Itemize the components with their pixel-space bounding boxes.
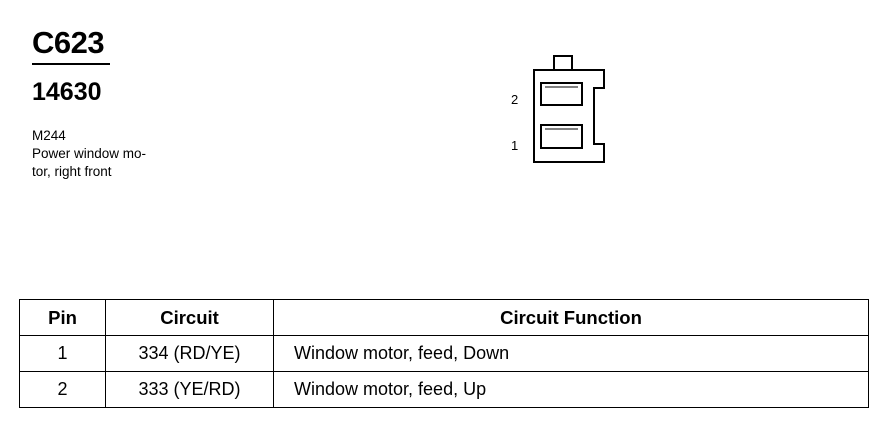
pin-label-2: 2 xyxy=(511,92,519,107)
cell-function: Window motor, feed, Up xyxy=(273,371,869,408)
cell-circuit: 333 (YE/RD) xyxy=(105,371,274,408)
pin-label-1: 1 xyxy=(511,138,519,153)
pin-table: Pin Circuit Circuit Function 1 334 (RD/Y… xyxy=(19,299,869,408)
cell-function: Window motor, feed, Down xyxy=(273,335,869,372)
table-row: 2 333 (YE/RD) Window motor, feed, Up xyxy=(19,371,869,408)
cell-circuit: 334 (RD/YE) xyxy=(105,335,274,372)
connector-housing xyxy=(533,69,605,163)
connector-id: C623 xyxy=(32,25,105,60)
pin-cavity-1 xyxy=(540,124,583,149)
header-pin: Pin xyxy=(19,299,106,336)
connector-face-icon xyxy=(533,55,605,163)
table-row: 1 334 (RD/YE) Window motor, feed, Down xyxy=(19,335,869,372)
component-code: M244 xyxy=(32,128,66,143)
cell-pin: 2 xyxy=(19,371,106,408)
header-circuit: Circuit xyxy=(105,299,274,336)
pin-cavity-2 xyxy=(540,82,583,106)
title-underline xyxy=(32,63,110,65)
table-header-row: Pin Circuit Circuit Function xyxy=(19,299,869,336)
description-line-2: tor, right front xyxy=(32,164,112,179)
part-number: 14630 xyxy=(32,78,102,106)
connector-lock-tab xyxy=(553,55,573,70)
cell-pin: 1 xyxy=(19,335,106,372)
header-circuit-function: Circuit Function xyxy=(273,299,869,336)
connector-description: M244 Power window mo- tor, right front xyxy=(32,127,146,181)
description-line-1: Power window mo- xyxy=(32,146,147,161)
